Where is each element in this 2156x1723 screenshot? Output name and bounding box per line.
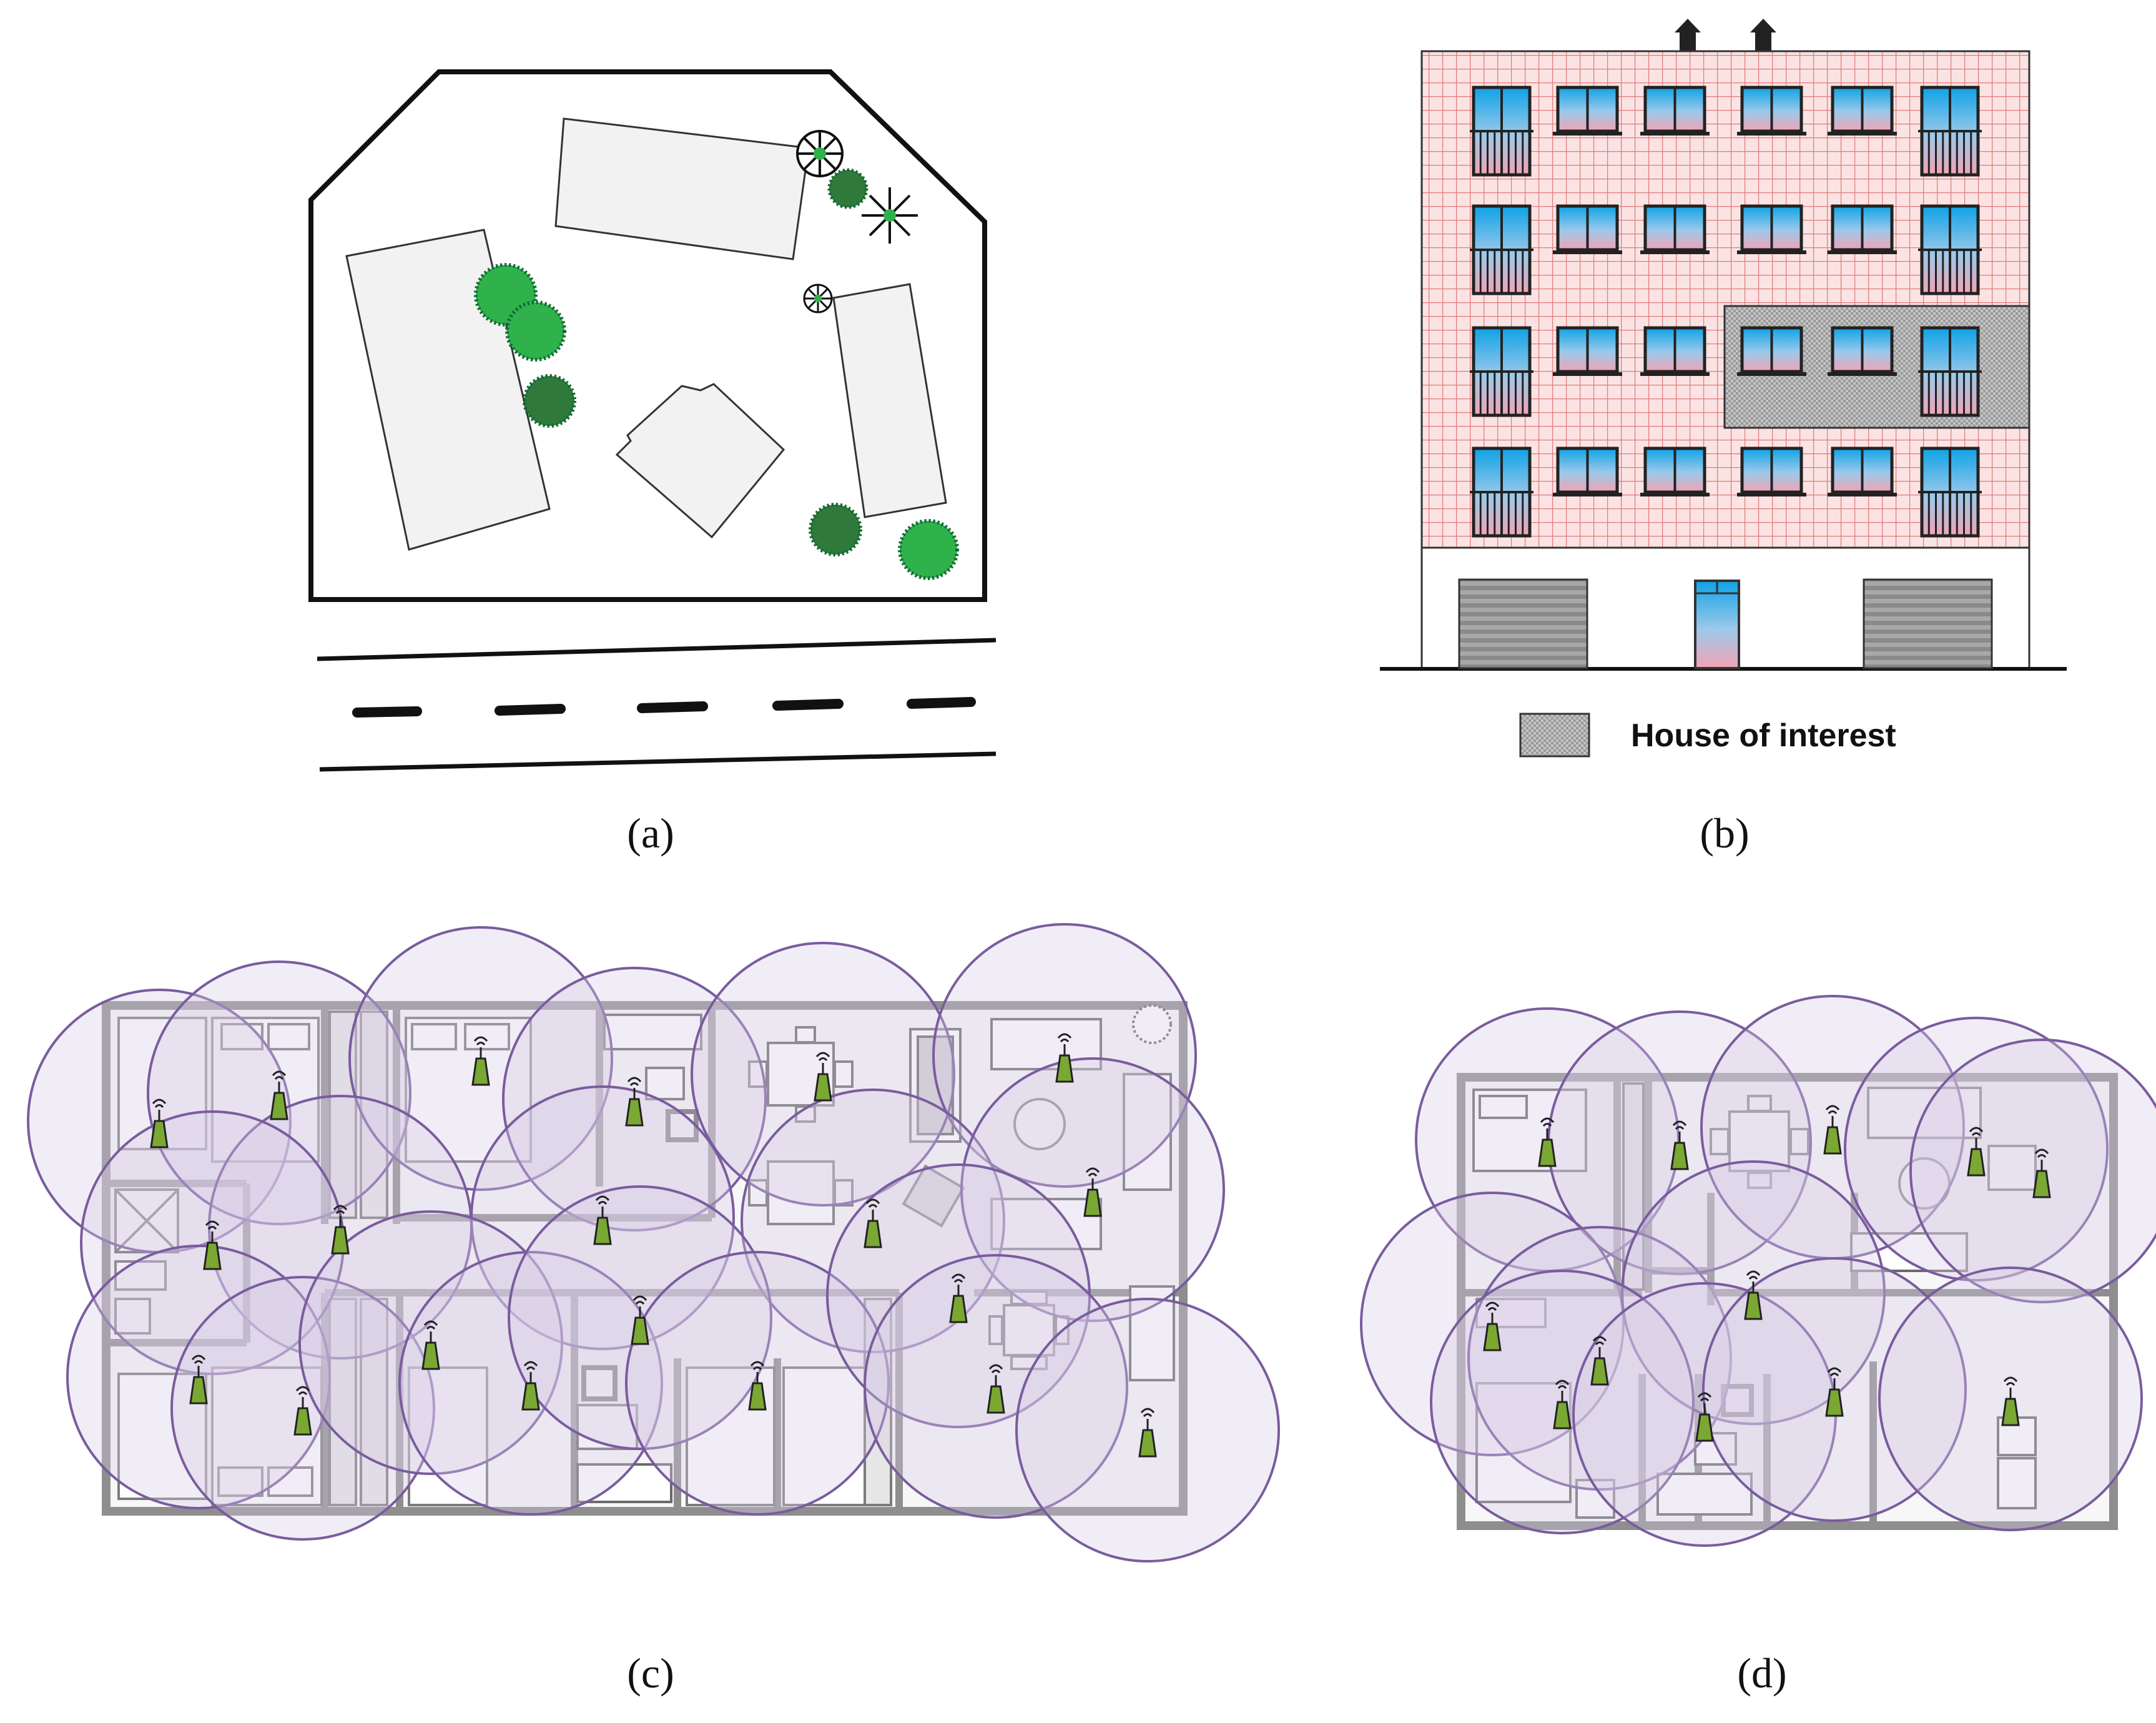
chimney-icon [1755, 30, 1771, 52]
antenna-sensor-icon [1967, 1127, 1986, 1177]
antenna-sensor-icon [987, 1364, 1005, 1414]
window [1737, 447, 1806, 496]
window [1828, 86, 1897, 136]
antenna-sensor-icon [1825, 1367, 1844, 1417]
bedroom-furniture [117, 1017, 888, 1506]
tree-icon [898, 519, 959, 580]
sensor-layer [1483, 1105, 2051, 1442]
site-plan [308, 69, 997, 772]
window [1470, 326, 1533, 417]
window [1470, 204, 1533, 295]
panel-label-b: (b) [1700, 809, 1750, 857]
window [1918, 326, 1982, 417]
entrance-door [1694, 580, 1740, 669]
antenna-sensor-icon [471, 1036, 490, 1086]
window [1640, 326, 1710, 376]
chimney-icon [1750, 19, 1776, 32]
antenna-sensor-icon [1590, 1336, 1609, 1386]
panel-label-d: (d) [1737, 1649, 1787, 1697]
garage-door [1458, 578, 1588, 669]
window [1470, 447, 1533, 538]
tree-icon [796, 130, 844, 177]
tree-icon [523, 374, 576, 428]
window [1640, 204, 1710, 254]
antenna-sensor-icon [1138, 1408, 1157, 1458]
antenna-sensor-icon [1823, 1105, 1842, 1155]
legend-label: House of interest [1631, 718, 1896, 754]
coverage-area [1909, 1039, 2156, 1303]
tree-icon [862, 187, 918, 244]
sensor-layer [150, 1033, 1157, 1458]
floor-plan-d [1360, 995, 2156, 1547]
antenna-sensor-icon [814, 1052, 832, 1102]
tree-icon [505, 300, 566, 362]
chimney-icon [1680, 30, 1696, 52]
interior-walls [1461, 1077, 2114, 1526]
antenna-sensor-icon [189, 1355, 208, 1405]
sensor-coverage-layer [1360, 995, 2156, 1547]
window [1470, 86, 1533, 177]
window [1553, 204, 1622, 254]
antenna-sensor-icon [593, 1195, 612, 1245]
antenna-sensor-icon [270, 1070, 288, 1120]
antenna-sensor-icon [1670, 1120, 1689, 1170]
window [1918, 204, 1982, 295]
antenna-sensor-icon [521, 1361, 540, 1411]
antenna-sensor-icon [864, 1198, 882, 1248]
window [1640, 86, 1710, 136]
building-facade [1380, 19, 2067, 758]
bathroom-fixtures [114, 1014, 702, 1503]
antenna-sensor-icon [631, 1295, 649, 1345]
antenna-sensor-icon [1055, 1033, 1074, 1083]
window [1553, 447, 1622, 496]
facade-windows [1470, 86, 1982, 538]
antenna-sensor-icon [2032, 1148, 2051, 1198]
window [1828, 326, 1897, 376]
tree-icon [803, 284, 833, 313]
antenna-sensor-icon [421, 1320, 440, 1370]
window [1553, 86, 1622, 136]
floor-plan-c [27, 923, 1280, 1563]
panel-label-a: (a) [627, 809, 674, 857]
antenna-sensor-icon [625, 1077, 644, 1127]
window [1828, 447, 1897, 496]
antenna-sensor-icon [2001, 1376, 2020, 1426]
road-edge [319, 751, 997, 772]
antenna-sensor-icon [293, 1386, 312, 1436]
antenna-sensor-icon [1744, 1270, 1763, 1320]
interior-walls [106, 1005, 1183, 1511]
antenna-sensor-icon [1083, 1167, 1102, 1217]
window [1737, 204, 1806, 254]
antenna-sensor-icon [1695, 1392, 1714, 1442]
window [1737, 86, 1806, 136]
road-edge [317, 638, 997, 661]
antenna-sensor-icon [1483, 1301, 1502, 1351]
window [1918, 86, 1982, 177]
antenna-sensor-icon [1538, 1117, 1557, 1167]
window [1553, 326, 1622, 376]
chimney-icon [1675, 19, 1701, 32]
antenna-sensor-icon [150, 1098, 169, 1148]
building-footprint [615, 383, 785, 539]
antenna-sensor-icon [748, 1361, 767, 1411]
tree-icon [827, 168, 869, 209]
window [1640, 447, 1710, 496]
road-centerline [352, 697, 976, 718]
tree-icon [809, 503, 862, 556]
antenna-sensor-icon [949, 1273, 968, 1323]
antenna-sensor-icon [1553, 1380, 1572, 1429]
window [1918, 447, 1982, 538]
antenna-sensor-icon [331, 1205, 350, 1255]
window [1737, 326, 1806, 376]
building-footprint [554, 117, 810, 260]
antenna-sensor-icon [203, 1220, 222, 1270]
legend-swatch [1519, 713, 1590, 758]
panel-label-c: (c) [627, 1649, 674, 1697]
building-footprint [832, 283, 947, 518]
garage-door [1863, 578, 1993, 669]
window [1828, 204, 1897, 254]
